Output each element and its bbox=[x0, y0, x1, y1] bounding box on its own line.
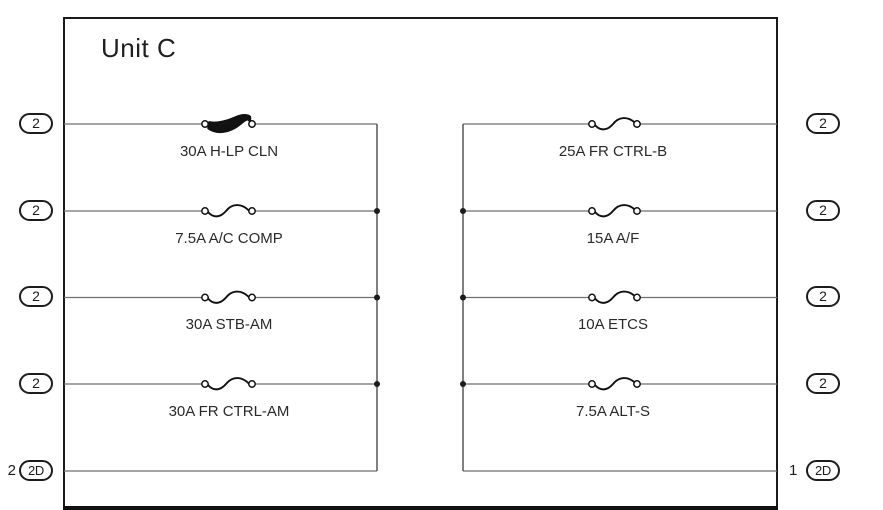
unit-frame bbox=[63, 17, 778, 510]
fuse-terminal bbox=[248, 120, 256, 128]
junction-dot bbox=[374, 294, 380, 301]
connector-badge-2d: 2D bbox=[19, 460, 53, 481]
connector-badge-2d: 2D bbox=[806, 460, 840, 481]
connector-badge: 2 bbox=[19, 113, 53, 134]
fuse-icon bbox=[201, 204, 256, 218]
fuse-label: 30A STB-AM bbox=[185, 316, 273, 333]
connector-badge: 2 bbox=[19, 200, 53, 221]
fusible-link-icon bbox=[201, 114, 256, 134]
fuse-icon bbox=[588, 290, 641, 304]
frame-bottom-bar bbox=[63, 506, 778, 510]
connector-badge: 2 bbox=[19, 373, 53, 394]
fuse-icons-right bbox=[588, 117, 641, 391]
connector-badge: 2 bbox=[806, 373, 840, 394]
junction-dot bbox=[374, 381, 380, 387]
fuse-terminal bbox=[201, 120, 209, 128]
unit-title: Unit C bbox=[101, 33, 177, 63]
right-branch-wires bbox=[462, 123, 777, 472]
junction-dot bbox=[460, 294, 466, 301]
fuse-label: 15A A/F bbox=[586, 230, 640, 247]
fuse-icon bbox=[588, 204, 641, 218]
fuse-icon bbox=[588, 117, 641, 131]
junction-dot bbox=[460, 381, 466, 387]
connector-pin-number: 2 bbox=[7, 462, 16, 479]
fuse-label: 7.5A A/C COMP bbox=[175, 230, 283, 247]
fuse-label: 30A H-LP CLN bbox=[179, 143, 279, 160]
fuse-icon bbox=[201, 290, 256, 304]
connector-badge: 2 bbox=[806, 286, 840, 307]
connector-badge: 2 bbox=[806, 113, 840, 134]
fuse-label: 30A FR CTRL-AM bbox=[168, 403, 290, 420]
junction-dot bbox=[460, 208, 466, 214]
fuse-label: 7.5A ALT-S bbox=[576, 403, 650, 420]
junction-dot bbox=[374, 208, 380, 214]
junction-dots bbox=[374, 208, 466, 387]
fuse-icon bbox=[588, 377, 641, 391]
fuse-icons-left bbox=[201, 204, 256, 391]
fuse-label: 10A ETCS bbox=[577, 316, 649, 333]
connector-badge: 2 bbox=[19, 286, 53, 307]
connector-badge: 2 bbox=[806, 200, 840, 221]
fuse-icon bbox=[201, 377, 256, 391]
fuse-label: 25A FR CTRL-B bbox=[558, 143, 668, 160]
connector-pin-number: 1 bbox=[789, 462, 798, 479]
